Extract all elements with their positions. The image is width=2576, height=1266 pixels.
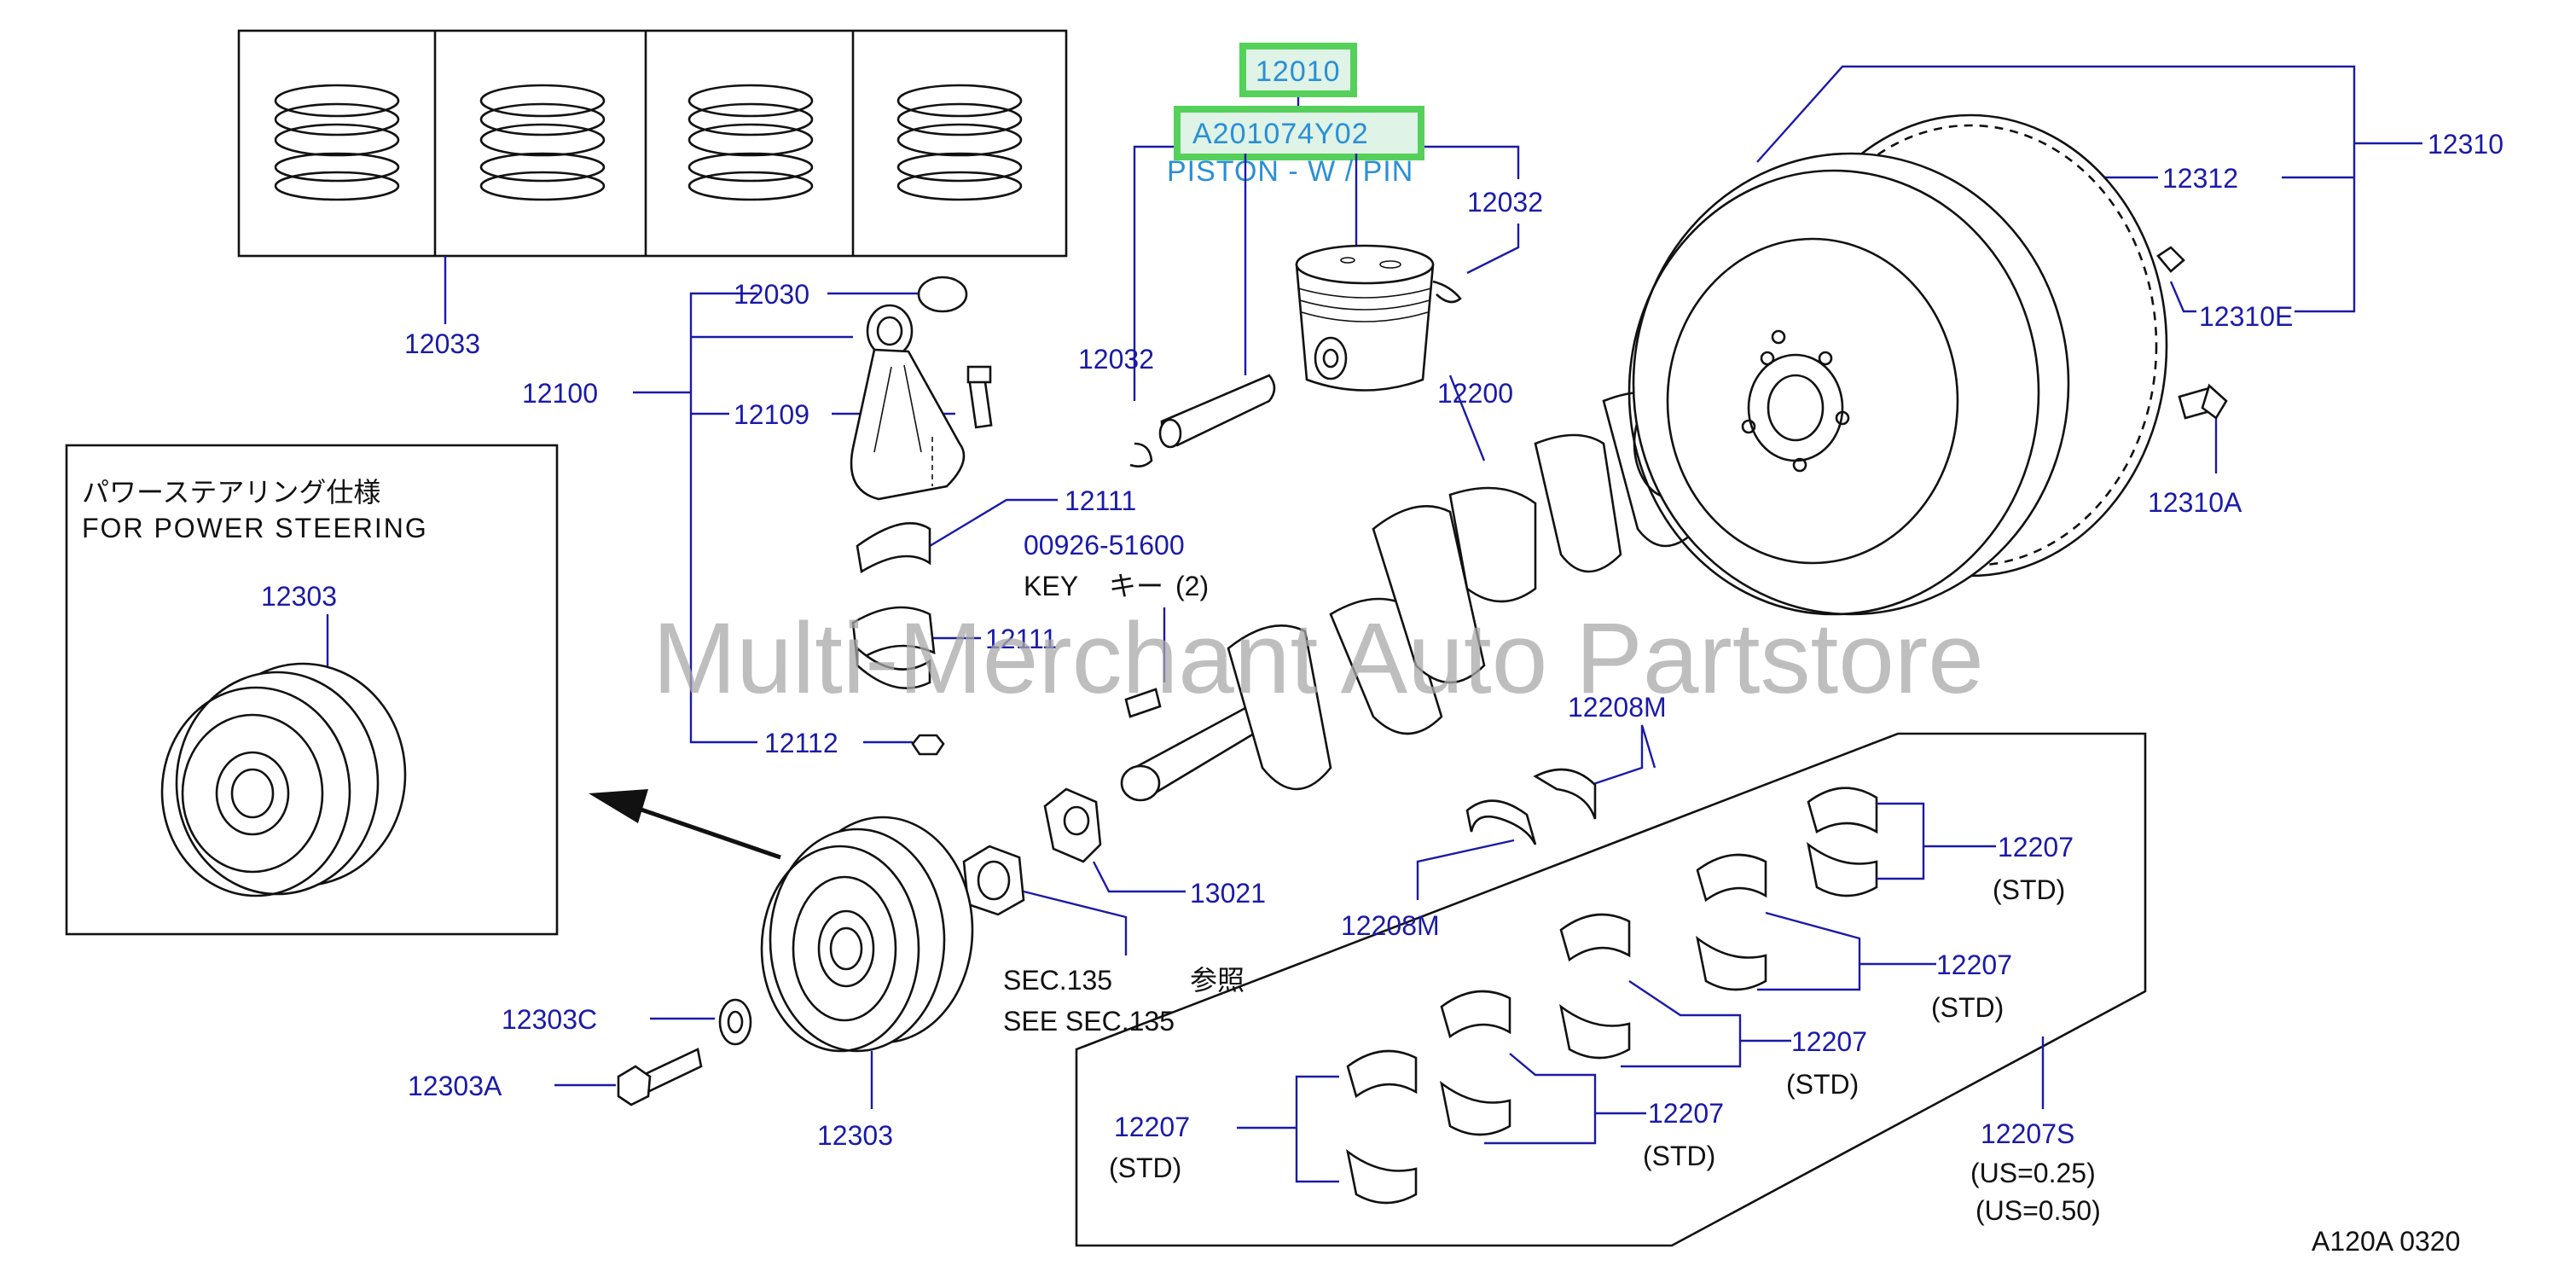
highlight-part-number[interactable]: 12010: [1256, 55, 1341, 88]
label-12207-b[interactable]: 12207: [1936, 950, 2012, 980]
label-sec-jp: 参照: [1190, 964, 1244, 996]
piston-icon: [1295, 244, 1462, 392]
label-12303A[interactable]: 12303A: [408, 1071, 502, 1101]
label-12310E[interactable]: 12310E: [2199, 301, 2293, 332]
piston-ring-icon: [896, 84, 1023, 201]
label-sec-135: SEC.135: [1003, 965, 1112, 996]
label-12312[interactable]: 12312: [2162, 163, 2238, 194]
washer-icon: [718, 998, 752, 1046]
label-12030[interactable]: 12030: [734, 279, 809, 310]
label-12200[interactable]: 12200: [1437, 378, 1513, 409]
std-c: (STD): [1786, 1069, 1859, 1100]
label-12111-upper[interactable]: 12111: [1065, 485, 1136, 516]
std-d: (STD): [1643, 1141, 1715, 1171]
main-bearing-group: 12208M 12208M 12207 (STD) 12207 (STD) 12…: [1075, 692, 2147, 1247]
flywheel-group: 12310 12312 12310E 12310A: [1627, 65, 2503, 616]
std-b: (STD): [1931, 992, 2004, 1023]
label-12033[interactable]: 12033: [404, 328, 480, 359]
label-12303C[interactable]: 12303C: [502, 1004, 597, 1035]
crank-pulley-icon: [160, 662, 407, 897]
diagram-code: A120A 0320: [2312, 1226, 2460, 1257]
label-key: KEY: [1024, 571, 1078, 601]
woodruff-key-icon: [1124, 688, 1162, 718]
highlight-oem-number[interactable]: A201074Y02: [1192, 118, 1369, 150]
label-12310[interactable]: 12310: [2428, 129, 2503, 160]
label-12032-left[interactable]: 12032: [1078, 344, 1154, 375]
connecting-rod-icon: [850, 276, 993, 756]
watermark: Multi-Merchant Auto Partstore: [653, 602, 1984, 715]
label-key-qty: (2): [1175, 571, 1209, 601]
us-050: (US=0.50): [1976, 1195, 2101, 1226]
label-12303[interactable]: 12303: [817, 1120, 893, 1151]
snap-ring-icon: [1129, 442, 1153, 467]
piston-description: PISTON - W / PIN: [1167, 155, 1413, 188]
front-parts-group: 13021 SEC.135 参照 SEE SEC.135 12303 12303…: [408, 787, 1266, 1151]
label-12310A[interactable]: 12310A: [2148, 487, 2242, 518]
crank-pulley-icon: [760, 816, 974, 1053]
label-12207-a[interactable]: 12207: [1998, 832, 2074, 862]
label-12111-lower[interactable]: 12111: [985, 624, 1057, 654]
piston-ring-icon: [274, 84, 400, 201]
label-13021[interactable]: 13021: [1190, 878, 1266, 909]
label-12207S[interactable]: 12207S: [1981, 1118, 2074, 1149]
inset-title-en: FOR POWER STEERING: [82, 513, 428, 543]
label-12100[interactable]: 12100: [522, 378, 598, 409]
label-see-sec-135: SEE SEC.135: [1003, 1006, 1175, 1037]
std-a: (STD): [1993, 874, 2065, 905]
std-e: (STD): [1109, 1153, 1181, 1183]
arrow-icon: [589, 789, 648, 823]
label-12207-e[interactable]: 12207: [1114, 1112, 1190, 1142]
label-key-number[interactable]: 00926-51600: [1024, 530, 1185, 560]
label-12207-c[interactable]: 12207: [1791, 1026, 1867, 1057]
connecting-rod-group: 12030 12100 12109 12111 12111 12112: [522, 276, 1136, 758]
label-12112[interactable]: 12112: [764, 728, 838, 758]
pulley-bolt-icon: [617, 1048, 703, 1106]
piston-pin-icon: [1158, 374, 1276, 449]
label-12208M-upper[interactable]: 12208M: [1568, 692, 1667, 723]
piston-ring-set-box: 12033: [237, 29, 1068, 359]
piston-highlight-callout[interactable]: 12010 A201074Y02 PISTON - W / PIN: [1167, 43, 1424, 188]
label-key-jp: キー: [1109, 570, 1163, 602]
power-steering-inset: パワーステアリング仕様 FOR POWER STEERING 12303: [65, 444, 781, 936]
label-12207-d[interactable]: 12207: [1648, 1098, 1724, 1129]
label-12032-right[interactable]: 12032: [1467, 187, 1543, 218]
us-025: (US=0.25): [1970, 1158, 2096, 1188]
label-12208M-lower[interactable]: 12208M: [1341, 910, 1440, 941]
piston-ring-icon: [688, 84, 814, 201]
label-12109[interactable]: 12109: [734, 399, 809, 430]
piston-ring-icon: [479, 84, 606, 201]
label-12303-inset[interactable]: 12303: [261, 581, 337, 612]
inset-title-jp: パワーステアリング仕様: [82, 476, 380, 508]
